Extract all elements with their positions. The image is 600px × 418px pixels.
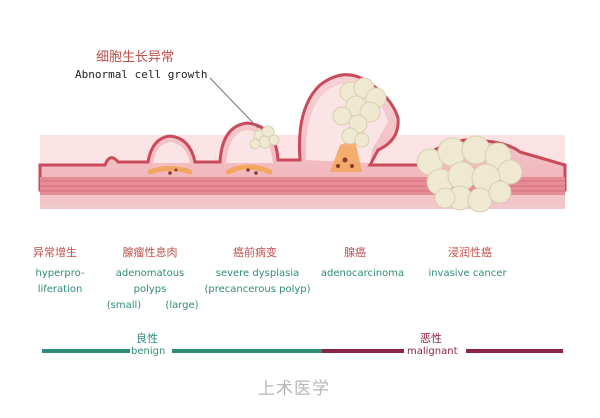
callout-title-zh: 细胞生长异常	[96, 50, 175, 65]
colon-progression-illustration	[38, 73, 567, 213]
abnormal-cell-cluster	[249, 125, 280, 150]
watermark: 上术医学	[258, 379, 330, 399]
stage-label-zh: 异常增生	[33, 246, 77, 259]
callout-title-en: Abnormal cell growth	[75, 68, 208, 81]
benign-label-en: benign	[131, 346, 166, 357]
stage-en-line: (precancerous polyp)	[204, 284, 311, 295]
malignant-bar-left	[322, 349, 404, 353]
stage-en-line: adenomatous	[115, 268, 185, 279]
stage-label-zh: 腺癌	[344, 246, 366, 259]
malignant-bar-right	[466, 349, 563, 353]
stage-en-line: adenocarcinoma	[320, 268, 405, 279]
benign-bar-right	[172, 349, 322, 353]
infiltration-orange	[147, 164, 273, 175]
stage-label-zh: 癌前病变	[233, 246, 277, 259]
invasive-tumor	[416, 135, 523, 213]
serosa-band	[40, 195, 565, 205]
polyp-small-inner	[153, 142, 190, 163]
stage-en-line: severe dysplasia	[215, 268, 300, 279]
stage-label-zh: 腺瘤性息肉	[122, 246, 178, 259]
stage-label-en: hyperpro- liferation	[30, 266, 90, 298]
malignant-label-zh: 恶性	[420, 332, 442, 345]
stage-en-line: hyperpro-	[35, 268, 85, 279]
malignant-label-en: malignant	[407, 346, 458, 357]
stage-label-en: adenocarcinoma	[315, 266, 410, 282]
callout-pointer	[209, 77, 259, 129]
stage-en-line: polyps	[133, 284, 167, 295]
stage-en-line: invasive cancer	[428, 268, 507, 279]
benign-bar-left	[42, 349, 130, 353]
polyp-size-small: (small)	[106, 300, 142, 311]
polyp-size-large: (large)	[165, 300, 199, 311]
stage-en-line: liferation	[37, 284, 83, 295]
benign-label-zh: 良性	[136, 332, 158, 345]
stage-label-en: severe dysplasia (precancerous polyp)	[195, 266, 320, 298]
adenocarcinoma-tumor	[332, 77, 387, 148]
stage-label-en: invasive cancer	[420, 266, 515, 282]
stage-label-en: adenomatous polyps	[105, 266, 195, 298]
stage-label-zh: 浸润性癌	[448, 246, 492, 259]
